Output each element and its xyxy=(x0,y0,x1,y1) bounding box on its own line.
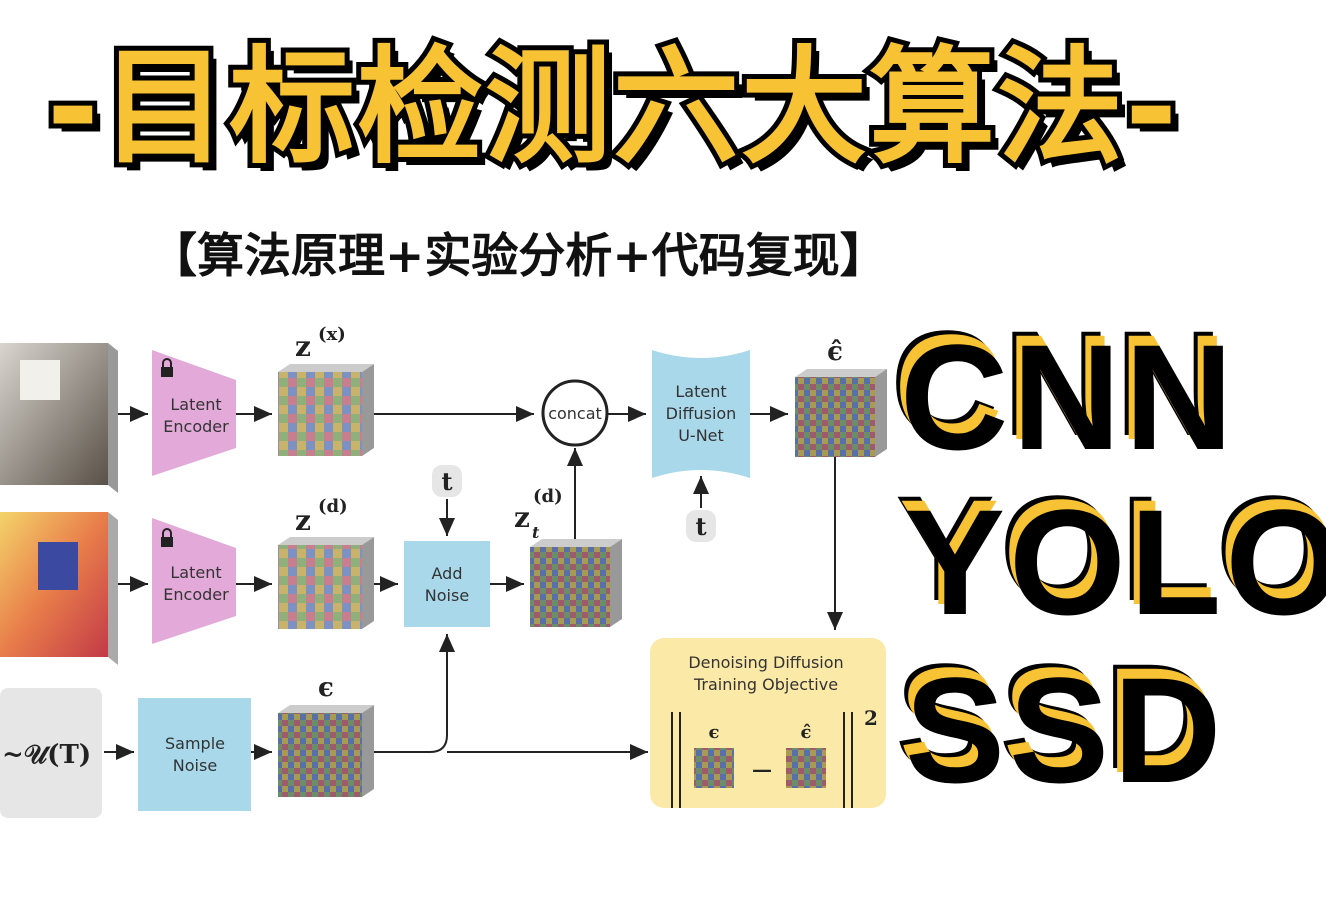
svg-text:Denoising Diffusion: Denoising Diffusion xyxy=(688,653,843,672)
svg-text:concat: concat xyxy=(548,404,602,423)
algorithm-ssd: SSD xyxy=(905,646,1226,814)
timestep-badge-add-noise xyxy=(432,465,462,497)
add-noise-box: Add Noise xyxy=(404,541,490,627)
timestep-badge-unet xyxy=(686,510,716,542)
algorithm-yolo: YOLO xyxy=(905,478,1326,646)
svg-text:Latent: Latent xyxy=(170,395,221,414)
eps-label: ϵ xyxy=(318,673,334,703)
noise-eps-cube xyxy=(278,705,374,797)
svg-text:ϵ̂: ϵ̂ xyxy=(801,722,812,743)
noisy-latent-cube xyxy=(530,539,622,627)
zd-label: z xyxy=(295,504,311,537)
zt-subscript: t xyxy=(532,523,540,542)
svg-text:Sample: Sample xyxy=(165,734,225,753)
latent-zd-cube xyxy=(278,537,374,629)
page-subtitle: 【算法原理+实验分析+代码复现】 xyxy=(150,229,887,284)
svg-text:Noise: Noise xyxy=(173,756,217,775)
objective-eps-hat-thumb xyxy=(786,748,826,788)
latent-diffusion-unet: Latent Diffusion U-Net xyxy=(652,350,750,478)
svg-text:Latent: Latent xyxy=(675,382,726,401)
zx-label: z xyxy=(295,330,311,363)
t-label-add-noise: t xyxy=(441,467,452,496)
timestep-sample-box: ~𝒰(T) xyxy=(0,688,102,818)
norm-power: 2 xyxy=(864,706,878,730)
latent-encoder-rgb: Latent Encoder xyxy=(152,350,236,476)
svg-text:U-Net: U-Net xyxy=(678,426,724,445)
svg-text:Training Objective: Training Objective xyxy=(693,675,838,694)
lock-icon xyxy=(162,358,172,367)
zt-superscript: (d) xyxy=(533,486,563,507)
svg-text:Encoder: Encoder xyxy=(163,417,229,436)
sample-noise-box: Sample Noise xyxy=(138,698,251,811)
time-sample-label: ~𝒰(T) xyxy=(2,740,91,770)
t-label-unet: t xyxy=(695,512,706,541)
latent-zx-cube xyxy=(278,364,374,456)
svg-text:Diffusion: Diffusion xyxy=(666,404,737,423)
eps-hat-label: ϵ̂ xyxy=(827,337,843,367)
algorithm-cnn: CNN xyxy=(900,313,1237,481)
concat-node: concat xyxy=(541,379,609,447)
minus-sign: — xyxy=(752,757,772,781)
zd-superscript: (d) xyxy=(318,496,348,517)
training-objective-box: Denoising Diffusion Training Objective ϵ… xyxy=(650,638,886,808)
rgb-input-image xyxy=(0,343,118,493)
latent-encoder-depth: Latent Encoder xyxy=(152,518,236,644)
svg-text:Noise: Noise xyxy=(425,586,469,605)
svg-text:ϵ: ϵ xyxy=(709,722,720,743)
predicted-noise-cube xyxy=(795,369,887,457)
zx-superscript: (x) xyxy=(318,324,346,345)
svg-text:Add: Add xyxy=(432,564,463,583)
svg-text:Latent: Latent xyxy=(170,563,221,582)
objective-eps-thumb xyxy=(694,748,734,788)
page-title: -目标检测六大算法- xyxy=(42,33,1183,183)
zt-label: z xyxy=(514,501,530,534)
depth-input-image xyxy=(0,512,118,665)
svg-text:Encoder: Encoder xyxy=(163,585,229,604)
lock-icon xyxy=(162,528,172,537)
